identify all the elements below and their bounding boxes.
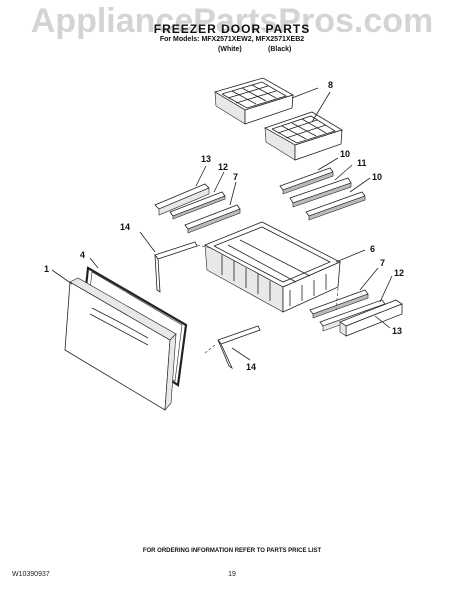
color-white-label: (White) — [218, 46, 242, 53]
color-black-label: (Black) — [268, 46, 292, 53]
callout-7-lower: 7 — [380, 258, 385, 268]
part-1-door-panel — [64, 277, 177, 411]
part-7-slide-upper — [184, 204, 241, 234]
callout-7-upper: 7 — [233, 172, 238, 182]
part-6-drawer-bin — [204, 221, 341, 313]
part-10-slide-lower — [305, 191, 366, 221]
page-number: 19 — [228, 571, 236, 578]
part-11-slide — [289, 177, 352, 208]
model-numbers: For Models: MFX2571XEW2, MFX2571XEB2 — [159, 36, 305, 43]
part-10-slide-upper — [279, 167, 334, 195]
part-12-rail-upper — [169, 191, 226, 220]
callout-10-upper: 10 — [340, 149, 350, 159]
callout-4: 4 — [80, 250, 85, 260]
part-8-basket-lower — [264, 111, 343, 161]
callout-14-upper: 14 — [120, 222, 130, 232]
part-14-bracket-lower — [217, 325, 261, 370]
callout-10-lower: 10 — [372, 172, 382, 182]
callout-13-lower: 13 — [392, 326, 402, 336]
callout-14-lower: 14 — [246, 362, 256, 372]
callout-11: 11 — [357, 158, 367, 168]
document-number: W10390937 — [12, 571, 50, 578]
part-7-slide-lower — [309, 289, 369, 319]
callout-12-lower: 12 — [394, 268, 404, 278]
part-13-rail-upper — [154, 183, 210, 216]
ordering-note: FOR ORDERING INFORMATION REFER TO PARTS … — [142, 548, 322, 554]
part-13-rail-lower — [339, 299, 403, 337]
callout-1: 1 — [44, 264, 49, 274]
watermark: AppliancePartsPros.com — [30, 2, 434, 40]
part-14-bracket-upper — [154, 241, 198, 293]
callout-8: 8 — [328, 80, 333, 90]
page-title: FREEZER DOOR PARTS — [153, 22, 311, 36]
part-8-basket-upper — [214, 77, 294, 125]
callout-6: 6 — [370, 244, 375, 254]
callout-13-upper: 13 — [201, 154, 211, 164]
callout-12-upper: 12 — [218, 162, 228, 172]
